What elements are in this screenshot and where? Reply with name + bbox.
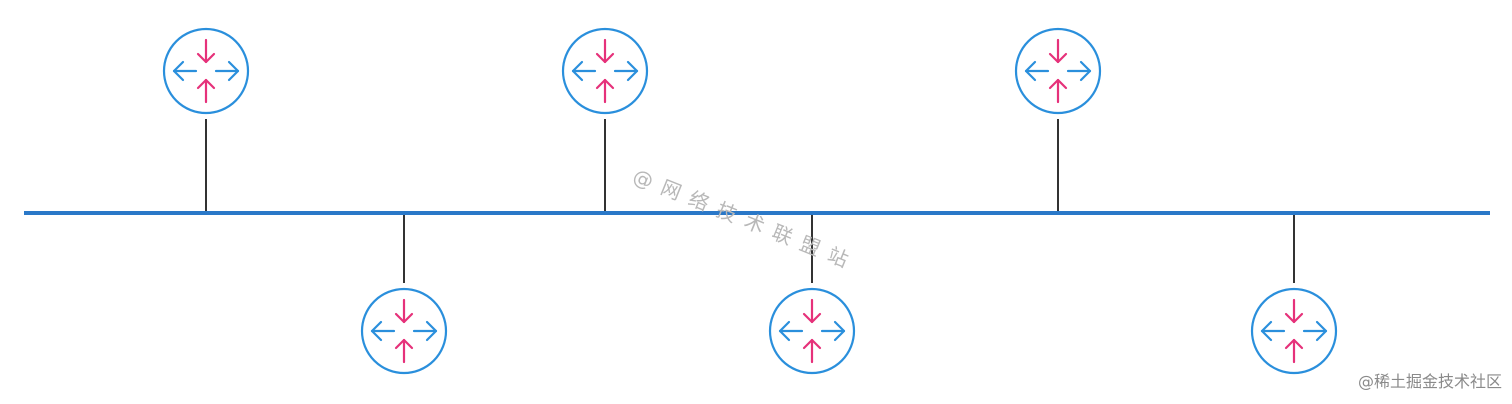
router-icon — [1014, 27, 1102, 115]
routers — [162, 27, 1338, 375]
router-icon — [162, 27, 250, 115]
router-icon — [768, 287, 856, 375]
router-icon — [561, 27, 649, 115]
router-icon — [360, 287, 448, 375]
drop-lines — [205, 119, 1295, 283]
corner-credit: @稀土掘金技术社区 — [1357, 372, 1502, 391]
router-icon — [1250, 287, 1338, 375]
